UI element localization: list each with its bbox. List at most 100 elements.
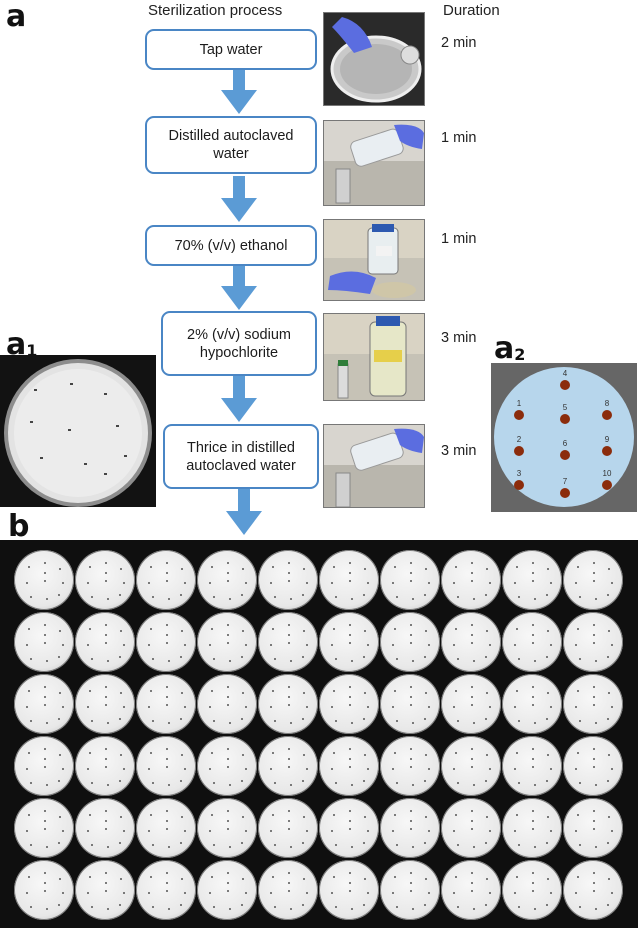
petri-dish xyxy=(563,860,623,920)
petri-dish xyxy=(563,674,623,734)
seed-spot xyxy=(514,446,524,456)
petri-dish xyxy=(136,674,196,734)
petri-dish xyxy=(75,798,135,858)
petri-dish xyxy=(502,612,562,672)
petri-dish xyxy=(136,860,196,920)
petri-dish xyxy=(441,612,501,672)
petri-dish xyxy=(380,550,440,610)
seed-spot xyxy=(602,480,612,490)
seed-spot xyxy=(514,480,524,490)
seed-spot-number: 3 xyxy=(516,469,522,478)
petri-dish xyxy=(502,674,562,734)
duration-thrice-distilled-water: 3 min xyxy=(441,443,477,459)
step-box-thrice-distilled-water: Thrice in distilled autoclaved water xyxy=(163,424,319,489)
petri-dish xyxy=(136,550,196,610)
seed-spot-number: 10 xyxy=(602,469,612,478)
petri-dish xyxy=(319,798,379,858)
petri-dish xyxy=(197,674,257,734)
petri-dish xyxy=(441,736,501,796)
petri-dish xyxy=(441,550,501,610)
photo-thrice-distilled-water xyxy=(323,424,425,508)
down-arrow-icon xyxy=(221,376,257,422)
step-box-distilled-water: Distilled autoclaved water xyxy=(145,116,317,174)
petri-dish xyxy=(380,674,440,734)
seed-spot xyxy=(602,446,612,456)
photo-petri-dish-seeds xyxy=(0,355,156,507)
petri-dish xyxy=(563,550,623,610)
petri-dish xyxy=(14,860,74,920)
petri-dish xyxy=(258,674,318,734)
petri-dish xyxy=(14,674,74,734)
petri-dish xyxy=(319,860,379,920)
seed-spot xyxy=(560,380,570,390)
petri-dish xyxy=(14,612,74,672)
petri-dish xyxy=(14,550,74,610)
seed-spot-number: 2 xyxy=(516,435,522,444)
petri-dish xyxy=(14,798,74,858)
photo-ethanol xyxy=(323,219,425,301)
panel-label-a: a xyxy=(6,0,27,34)
petri-dish xyxy=(197,798,257,858)
petri-dish xyxy=(197,736,257,796)
petri-dish xyxy=(563,612,623,672)
duration-tap-water: 2 min xyxy=(441,35,477,51)
seed-spot-number: 4 xyxy=(562,369,568,378)
panel-label-a1: a1 xyxy=(6,327,38,362)
header-duration: Duration xyxy=(443,2,500,19)
petri-dish xyxy=(75,736,135,796)
petri-dish xyxy=(136,612,196,672)
seed-spot xyxy=(560,414,570,424)
petri-dish xyxy=(319,612,379,672)
petri-dish xyxy=(380,860,440,920)
petri-dish xyxy=(197,612,257,672)
petri-dish xyxy=(258,798,318,858)
step-box-tap-water: Tap water xyxy=(145,29,317,70)
photo-tap-water-rinse xyxy=(323,12,425,106)
petri-dish xyxy=(441,798,501,858)
petri-dish xyxy=(136,736,196,796)
petri-dish xyxy=(258,612,318,672)
down-arrow-icon xyxy=(226,489,262,535)
down-arrow-icon xyxy=(221,70,257,114)
tray-of-petri-dishes xyxy=(0,540,638,928)
seed-spot xyxy=(514,410,524,420)
seed-spot xyxy=(602,410,612,420)
petri-dish xyxy=(502,736,562,796)
duration-distilled-water: 1 min xyxy=(441,130,477,146)
panel-label-b: b xyxy=(8,509,30,544)
photo-sodium-hypochlorite xyxy=(323,313,425,401)
petri-dish xyxy=(75,674,135,734)
petri-dish xyxy=(75,612,135,672)
duration-sodium-hypochlorite: 3 min xyxy=(441,330,477,346)
panel-label-a2: a2 xyxy=(494,331,526,366)
petri-dish xyxy=(380,612,440,672)
petri-dish xyxy=(75,550,135,610)
seed-spot-number: 7 xyxy=(562,477,568,486)
petri-dish xyxy=(14,736,74,796)
photo-distilled-water-pour xyxy=(323,120,425,206)
petri-dish xyxy=(319,736,379,796)
seed-spot-number: 6 xyxy=(562,439,568,448)
petri-dish xyxy=(258,860,318,920)
petri-dish xyxy=(75,860,135,920)
petri-dish xyxy=(258,550,318,610)
seed-layout-diagram: 1 2 3 4 5 6 7 8 9 10 xyxy=(491,363,637,512)
seed-spot xyxy=(560,488,570,498)
petri-dish xyxy=(197,550,257,610)
petri-dish xyxy=(563,736,623,796)
seed-spot xyxy=(560,450,570,460)
step-box-sodium-hypochlorite: 2% (v/v) sodium hypochlorite xyxy=(161,311,317,376)
duration-ethanol: 1 min xyxy=(441,231,477,247)
seed-spot-number: 1 xyxy=(516,399,522,408)
seed-spot-number: 8 xyxy=(604,399,610,408)
petri-dish xyxy=(380,798,440,858)
petri-dish xyxy=(441,674,501,734)
seed-spot-number: 9 xyxy=(604,435,610,444)
step-box-ethanol: 70% (v/v) ethanol xyxy=(145,225,317,266)
petri-dish xyxy=(380,736,440,796)
petri-dish xyxy=(563,798,623,858)
header-sterilization-process: Sterilization process xyxy=(148,2,283,19)
petri-dish xyxy=(502,550,562,610)
seed-spot-number: 5 xyxy=(562,403,568,412)
down-arrow-icon xyxy=(221,266,257,310)
